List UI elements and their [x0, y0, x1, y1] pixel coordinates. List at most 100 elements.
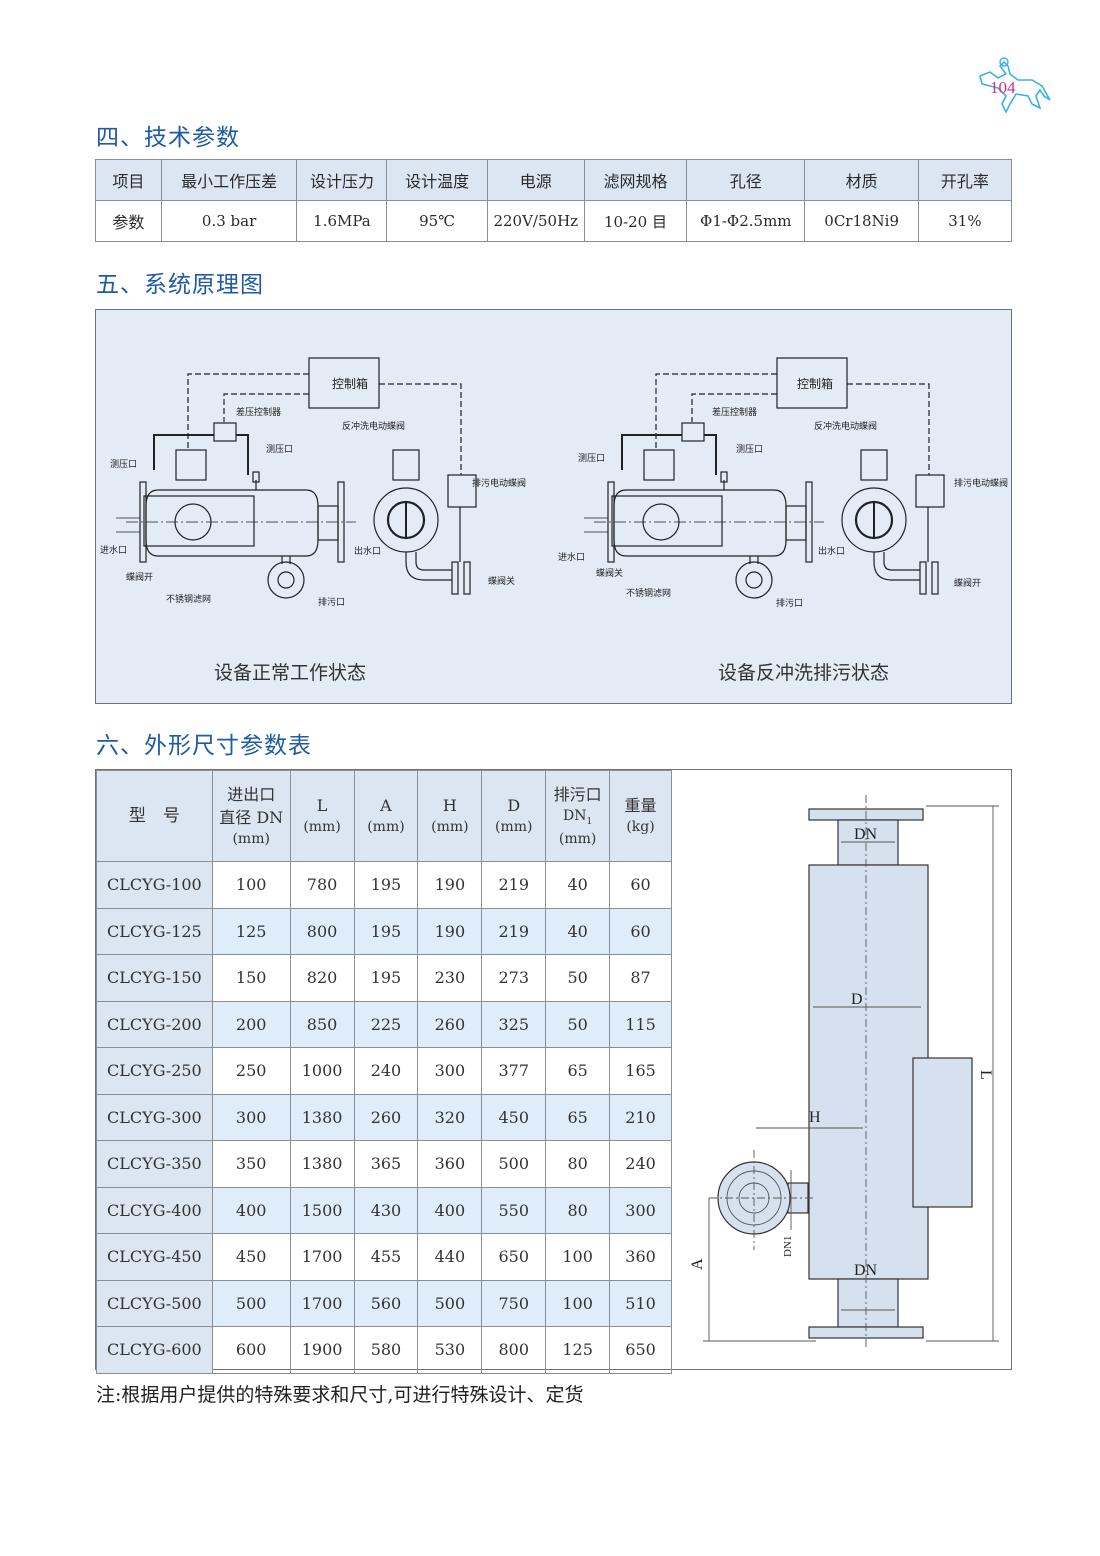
section-title-system-diagram: 五、系统原理图	[96, 272, 264, 298]
header-a-unit: (mm)	[367, 819, 405, 836]
header-weight-line1: 重量	[624, 796, 657, 816]
tech-params-table: 项目 最小工作压差 设计压力 设计温度 电源 滤网规格 孔径 材质 开孔率 参数…	[95, 159, 1013, 242]
label-butterfly-close: 蝶阀关	[488, 575, 515, 587]
header-weight: 重量 (kg)	[609, 770, 672, 862]
value-cell: 80	[545, 1140, 611, 1188]
label-outlet: 出水口	[354, 545, 381, 557]
header-h-label: H	[442, 796, 457, 816]
value-cell: 参数	[95, 200, 162, 242]
header-dn-line2: 直径 DN	[219, 807, 284, 827]
value-cell: 1700	[289, 1233, 355, 1281]
value-cell: 510	[609, 1279, 672, 1327]
header-a: A (mm)	[353, 770, 419, 862]
value-cell: 220V/50Hz	[486, 200, 585, 242]
value-cell: 780	[289, 861, 355, 909]
value-cell: 1700	[289, 1279, 355, 1327]
value-cell: 195	[353, 907, 419, 955]
value-cell: 273	[481, 954, 547, 1002]
caption-backwash-operation: 设备反冲洗排污状态	[718, 662, 890, 684]
label-drain-port: 排污口	[776, 597, 803, 609]
label-butterfly-open: 蝶阀开	[126, 571, 153, 583]
section-title-dimensions: 六、外形尺寸参数表	[96, 733, 312, 759]
header-dn1-unit: (mm)	[558, 830, 597, 847]
model-cell: CLCYG-200	[96, 1000, 213, 1048]
header-cell: 设计压力	[296, 159, 388, 201]
caption-normal-operation: 设备正常工作状态	[214, 662, 367, 684]
top-nozzle-shape	[837, 819, 899, 866]
tech-params-value-row: 参数 0.3 bar 1.6MPa 95℃ 220V/50Hz 10-20 目 …	[95, 200, 1013, 242]
value-cell: 190	[417, 861, 483, 909]
value-cell: 50	[545, 1000, 611, 1048]
value-cell: 1900	[289, 1326, 355, 1374]
value-cell: 1000	[289, 1047, 355, 1095]
value-cell: 820	[289, 954, 355, 1002]
value-cell: 400	[417, 1186, 483, 1234]
value-cell: 65	[545, 1093, 611, 1141]
header-d-unit: (mm)	[495, 819, 533, 836]
value-cell: 65	[545, 1047, 611, 1095]
value-cell: 250	[211, 1047, 291, 1095]
model-cell: CLCYG-300	[96, 1093, 213, 1141]
model-cell: CLCYG-125	[96, 907, 213, 955]
value-cell: 360	[417, 1140, 483, 1188]
value-cell: 455	[353, 1233, 419, 1281]
label-inlet: 进水口	[100, 544, 127, 556]
value-cell: 240	[609, 1140, 672, 1188]
label-drain-port: 排污口	[318, 596, 345, 608]
label-backwash-valve: 反冲洗电动蝶阀	[814, 420, 877, 432]
value-cell: 560	[353, 1279, 419, 1327]
label-drain-valve: 排污电动蝶阀	[472, 477, 526, 489]
value-cell: 800	[481, 1326, 547, 1374]
value-cell: 580	[353, 1326, 419, 1374]
value-cell: 150	[211, 954, 291, 1002]
header-l-unit: (mm)	[303, 819, 341, 836]
value-cell: 450	[211, 1233, 291, 1281]
value-cell: 225	[353, 1000, 419, 1048]
header-cell: 孔径	[686, 159, 806, 201]
section-title-tech-params: 四、技术参数	[96, 125, 240, 151]
label-dn-bottom: DN	[854, 1262, 878, 1279]
model-cell: CLCYG-100	[96, 861, 213, 909]
header-dn1-line2: DN1	[546, 806, 609, 829]
schematic-normal-operation	[116, 357, 477, 599]
filter-body-shape	[808, 864, 929, 1280]
value-cell: 100	[545, 1279, 611, 1327]
label-control-box: 控制箱	[797, 376, 833, 391]
header-d: D(mm)	[481, 770, 547, 862]
value-cell: 320	[417, 1093, 483, 1141]
header-weight-unit: (kg)	[626, 819, 655, 836]
value-cell: 650	[609, 1326, 672, 1374]
value-cell: 260	[353, 1093, 419, 1141]
header-a-label: A	[380, 796, 392, 816]
header-dn1-line1: 排污口	[553, 784, 602, 804]
dimensions-panel: 型 号 进出口 直径 DN (mm) L(mm) A(mm) H(mm) D(m…	[95, 769, 1012, 1374]
value-cell: 219	[481, 907, 547, 955]
header-cell: 开孔率	[917, 159, 1013, 201]
model-cell: CLCYG-600	[96, 1326, 213, 1374]
system-diagram-panel: 控制箱 差压控制器 反冲洗电动蝶阀 测压口 测压口 排污电动蝶阀 进水口 出水口…	[95, 309, 1012, 704]
header-l: L(mm)	[289, 770, 355, 862]
value-cell: 219	[481, 861, 547, 909]
value-cell: 440	[417, 1233, 483, 1281]
value-cell: 360	[609, 1233, 672, 1281]
value-cell: 600	[211, 1326, 291, 1374]
value-cell: 125	[211, 907, 291, 955]
label-pressure-port-left: 测压口	[578, 453, 605, 464]
value-cell: 800	[289, 907, 355, 955]
value-cell: 165	[609, 1047, 672, 1095]
value-cell: 1380	[289, 1140, 355, 1188]
value-cell: 230	[417, 954, 483, 1002]
header-model: 型 号	[96, 770, 213, 862]
label-dp-controller: 差压控制器	[712, 406, 757, 418]
control-box-shape	[308, 357, 380, 409]
tech-params-header-row: 项目 最小工作压差 设计压力 设计温度 电源 滤网规格 孔径 材质 开孔率	[95, 159, 1013, 201]
value-cell: 750	[481, 1279, 547, 1327]
value-cell: 195	[353, 954, 419, 1002]
label-butterfly-open: 蝶阀开	[954, 577, 981, 589]
value-cell: 40	[545, 861, 611, 909]
